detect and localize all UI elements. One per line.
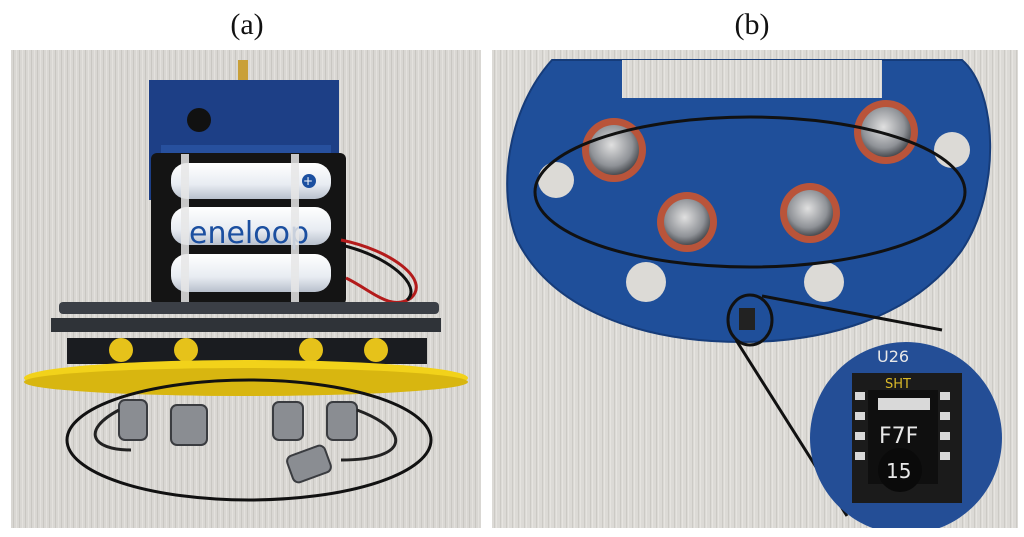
highlight-ellipse-chip <box>726 293 774 347</box>
panel-label-b: (b) <box>734 8 770 41</box>
svg-text:+: + <box>303 174 313 188</box>
inset-chip-code: F7F <box>879 424 918 449</box>
battery-brand-text: eneloop <box>189 216 309 251</box>
sht-sensor-chip-small <box>739 308 755 330</box>
photo-sensor-pcb: U26 SHT F7F 15 <box>492 50 1018 528</box>
inset-chip-brand: SHT <box>885 377 911 392</box>
inset-component-ref: U26 <box>877 347 909 366</box>
highlight-ellipse-b <box>533 115 967 269</box>
highlight-ellipse-a <box>65 378 433 502</box>
bottom-connectors <box>118 399 358 484</box>
photo-assembled-device: + eneloop <box>11 50 481 528</box>
zoom-inset <box>810 342 1002 528</box>
inset-chip-number: 15 <box>886 459 911 483</box>
panel-label-a: (a) <box>230 8 264 41</box>
pcb-connectors <box>582 100 918 252</box>
